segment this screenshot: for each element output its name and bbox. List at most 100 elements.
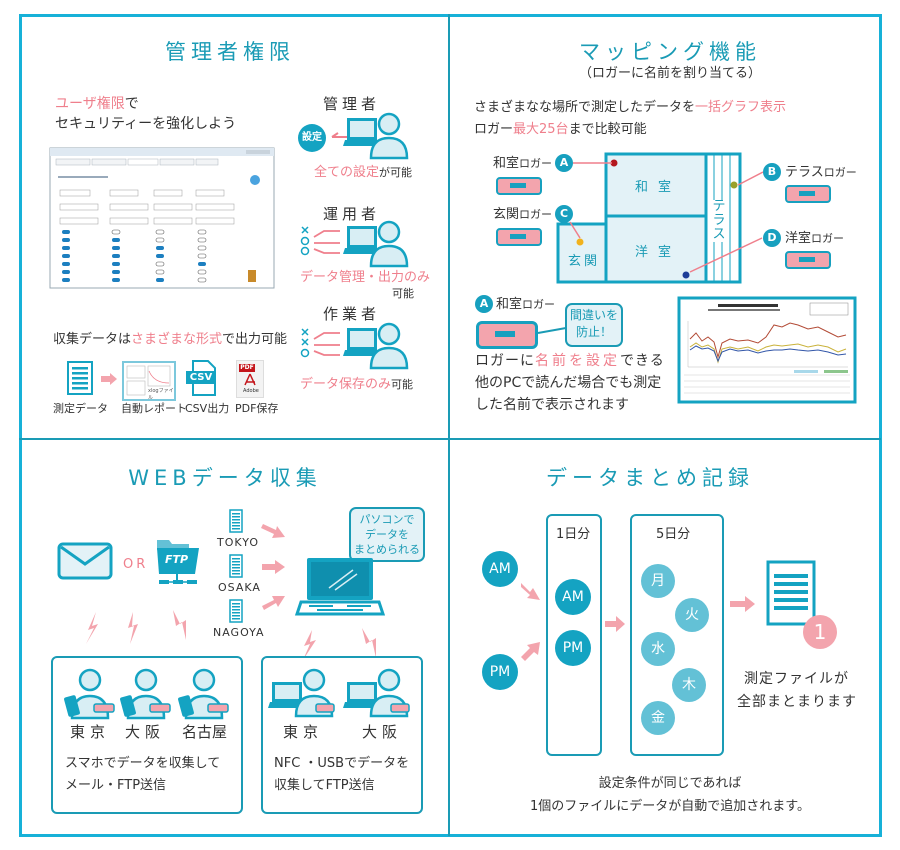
box1-line1: スマホでデータを収集して [65, 756, 221, 771]
logger-suffix: ロガー [823, 166, 857, 179]
logger-suffix: ロガー [811, 232, 845, 245]
city-label-osaka: OSAKA [218, 581, 261, 594]
line-highlight: 最大25台 [513, 122, 569, 137]
line-highlight: 名前を設定 [535, 353, 620, 369]
admin-headline-line2: セキュリティーを強化しよう [55, 116, 237, 132]
prevent-mistakes-bubble: 間違いを 防止！ [565, 303, 623, 347]
settings-badge: 設定 [298, 124, 326, 152]
mapping-desc-line1: ロガーに名前を設定できる [475, 352, 665, 371]
logger-device-icon [785, 251, 831, 269]
logger-badge-a: A [555, 154, 573, 172]
room-label-washitsu: 和室 [635, 180, 682, 195]
weekday-tue: 火 [675, 598, 709, 632]
pc-collect-bubble: パソコンで データを まとめられる [349, 507, 425, 562]
outer-frame [19, 14, 882, 837]
logger-badge-c: C [555, 205, 573, 223]
line-pre: さまざまなな場所で測定したデータを [474, 100, 696, 115]
line-post: で出力可能 [222, 332, 288, 347]
logger-device-icon [785, 185, 831, 203]
line-highlight: 一括グラフ表示 [695, 100, 787, 115]
line-pre: ロガー [474, 122, 514, 137]
bubble-line: 防止！ [575, 325, 612, 339]
panel-subtitle: （ロガーに名前を割り当てる） [578, 66, 761, 81]
admin-headline: ユーザ権限で [55, 95, 139, 114]
day-item-pm: PM [555, 630, 591, 666]
pdf-file-icon: PDF Adobe [236, 360, 264, 398]
bubble-line: まとめられる [354, 543, 420, 556]
box2-line1: NFC ・USBでデータを [274, 756, 410, 771]
or-label: OR [123, 557, 149, 572]
city-file-icon [229, 509, 243, 533]
line-post: まで比較可能 [568, 122, 647, 137]
role-desc-admin: 全ての設定が可能 [314, 163, 412, 182]
room-label-genkan: 玄関 [568, 254, 601, 269]
document-icon [67, 361, 93, 395]
five-day-container [630, 514, 724, 756]
weekday-mon: 月 [641, 564, 675, 598]
result-line2: 全部まとまります [737, 694, 857, 710]
report-caption: xlogファイル [148, 388, 174, 401]
line-pre: 収集データは [53, 332, 132, 347]
csv-badge: CSV [186, 371, 216, 384]
pdf-badge: PDF [239, 364, 255, 372]
file-count-badge: 1 [803, 615, 837, 649]
logger-label-a: 和室ロガー [493, 154, 552, 173]
logger-badge-d: D [763, 229, 781, 247]
panel-title: データまとめ記録 [546, 466, 754, 490]
mapping-desc-line2: 他のPCで読んだ場合でも測定 [475, 375, 662, 391]
city-label-tokyo: TOKYO [217, 536, 259, 549]
role-desc-operator-rest: 可能 [392, 287, 414, 300]
mail-icon [57, 542, 113, 580]
summary-file-icon [766, 560, 816, 626]
logger-device-icon [496, 177, 542, 195]
bubble-line: 間違いを [569, 308, 618, 322]
user-with-laptop-icon [343, 322, 409, 370]
note-line2: 1個のファイルにデータが自動で追加されます。 [530, 799, 810, 814]
logger-name: 玄関 [493, 207, 520, 222]
mapping-line2: ロガー最大25台まで比較可能 [474, 120, 647, 139]
panel-title: 管理者権限 [165, 40, 295, 64]
weekday-thu: 木 [672, 668, 706, 702]
am-input-circle: AM [482, 551, 518, 587]
user-with-laptop-icon [343, 112, 409, 160]
mapping-line1: さまざまなな場所で測定したデータを一括グラフ表示 [474, 98, 786, 117]
role-name-worker: 作業者 [323, 305, 381, 323]
format-label: 自動レポート [121, 402, 187, 415]
laptop-icon [294, 558, 386, 616]
desc-highlight: 全ての設定 [314, 165, 380, 180]
arrow-right-icon [101, 373, 117, 385]
city-file-icon [229, 554, 243, 578]
logger-device-icon [496, 228, 542, 246]
person-city-label: 名古屋 [182, 723, 228, 741]
role-name-operator: 運用者 [323, 205, 381, 223]
logger-label-d: 洋室ロガー [785, 229, 844, 248]
graph-report-thumbnail [677, 296, 857, 404]
panel-title: マッピング機能 [579, 40, 761, 64]
person-city-label: 大阪 [362, 723, 403, 741]
desc-highlight: データ保存のみ [300, 377, 392, 392]
bubble-line: データを [365, 528, 409, 541]
format-label: PDF保存 [235, 402, 279, 415]
bubble-tail [537, 327, 567, 334]
format-label: 測定データ [53, 402, 108, 415]
restricted-arrows-icon [300, 328, 340, 358]
box1-line2: メール・FTP送信 [65, 778, 167, 793]
pdf-brand: Adobe [243, 388, 259, 394]
user-with-laptop-icon [268, 668, 335, 718]
one-day-label: 1日分 [556, 527, 591, 542]
room-label-terrace: テラス [712, 199, 726, 242]
person-city-label: 大阪 [125, 723, 166, 741]
example-logger-badge: A [475, 295, 493, 313]
user-with-phone-icon [120, 668, 171, 720]
role-desc-worker: データ保存のみ可能 [300, 375, 413, 394]
weekday-fri: 金 [641, 701, 675, 735]
logger-device-large-icon [476, 321, 538, 349]
note-line1: 設定条件が同じであれば [598, 776, 742, 791]
user-with-phone-icon [178, 668, 229, 720]
logger-name: テラス [785, 165, 824, 180]
logger-label-b: テラスロガー [785, 163, 857, 182]
five-day-label: 5日分 [656, 527, 691, 542]
